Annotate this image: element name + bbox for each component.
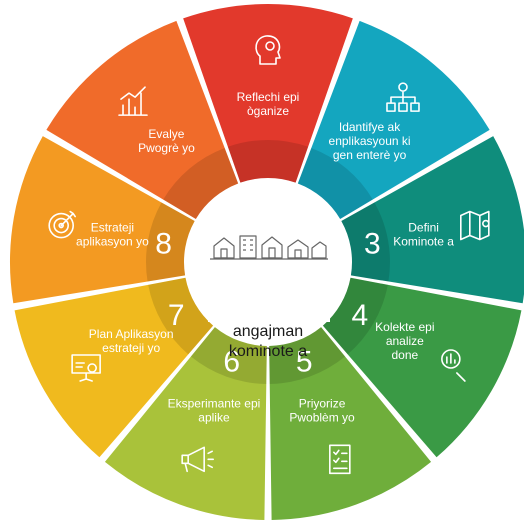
map-pin-icon (460, 210, 490, 241)
megaphone-icon (181, 446, 214, 473)
segment-label-line: Reflechi epi (237, 90, 300, 104)
segment-inner-band (297, 147, 373, 219)
segment-label-line: Pwogrè yo (138, 141, 195, 155)
segment-number: 4 (351, 299, 368, 332)
center-hub: angajman kominote a (208, 235, 330, 360)
segment-label-line: aplikasyon yo (76, 235, 149, 249)
segment-label-line: Pwoblèm yo (289, 410, 355, 424)
checklist-icon (329, 444, 351, 475)
segment-label-line: estrateji yo (102, 341, 160, 355)
segment-inner-band (269, 327, 346, 384)
org-chart-icon (386, 82, 420, 112)
center-caption-line2: kominote a (229, 343, 307, 360)
segment-wedge (297, 20, 490, 219)
segment-label-line: aplike (198, 410, 230, 424)
segment-wedge (183, 4, 353, 183)
segment-wedge (322, 277, 522, 458)
segment-inner-band (227, 140, 309, 183)
bar-chart-icon (118, 86, 148, 116)
segment-label-line: Estrateji (91, 221, 134, 235)
segment-wedge (14, 277, 214, 458)
segment-inner-band (146, 202, 195, 282)
presentation-icon (71, 354, 101, 382)
community-houses-icon (210, 235, 328, 260)
head-gears-icon (255, 35, 281, 65)
segment-inner-band (341, 202, 390, 282)
segment-label-line: Kominote a (393, 235, 454, 249)
segment-wedge (104, 327, 267, 520)
segment-number: 7 (168, 299, 185, 332)
segment-label-line: Priyorize (299, 396, 346, 410)
segment-number: 3 (364, 228, 381, 261)
segment-inner-band (322, 277, 388, 355)
segment-label-line: analize (386, 334, 424, 348)
segment-number: 5 (296, 346, 313, 379)
segment-label-line: Evalye (148, 127, 184, 141)
segment-wedge (341, 136, 524, 304)
magnifier-chart-icon (441, 349, 466, 382)
segment-label-line: enplikasyoun ki (329, 134, 411, 148)
segment-label-line: Kolekte epi (375, 320, 434, 334)
segment-label-line: done (391, 348, 418, 362)
segment-inner-band (148, 277, 214, 355)
segment-wedge (46, 20, 239, 219)
segment-inner-band (163, 147, 239, 219)
segment-label-line: Defini (408, 221, 439, 235)
center-caption-box (208, 272, 330, 322)
segment-number: 8 (155, 228, 172, 261)
segment-label-line: Plan Aplikasyon (89, 327, 174, 341)
segment-number: 6 (223, 346, 240, 379)
segment-wedge (269, 327, 432, 520)
segment-label-line: gen enterè yo (333, 148, 407, 162)
center-caption-line1: angajman (233, 323, 303, 340)
segment-label-line: òganize (247, 104, 289, 118)
segment-label-line: Idantifye ak (339, 120, 401, 134)
segment-inner-band (190, 327, 267, 384)
segment-label-line: Eksperimante epi (168, 396, 261, 410)
target-icon (48, 210, 76, 239)
segment-wedge (10, 136, 195, 304)
